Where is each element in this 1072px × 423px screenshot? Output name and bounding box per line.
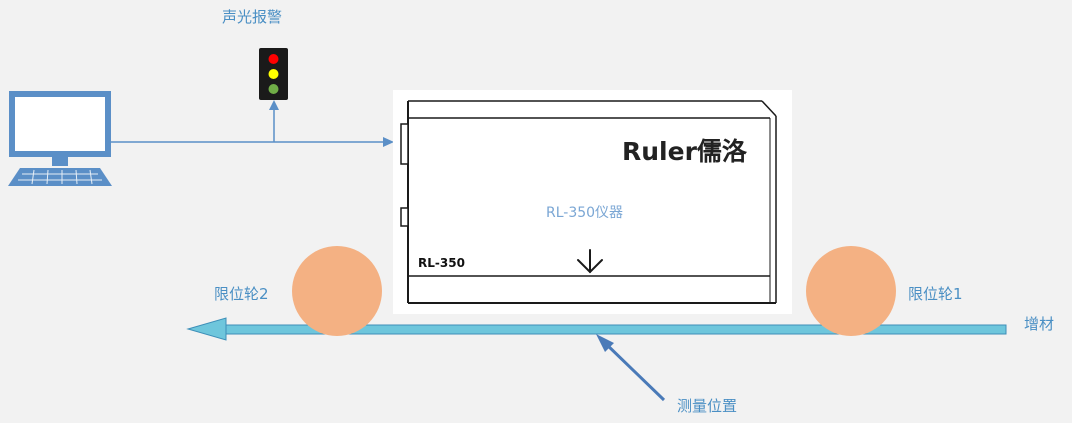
brand-logo: Ruler儒洛 (622, 137, 747, 166)
roller-right (806, 246, 896, 336)
instrument-label: RL-350仪器 (546, 205, 624, 221)
down-arrow-icon (577, 249, 603, 274)
roller-right-label: 限位轮1 (908, 285, 963, 303)
roller-left (292, 246, 382, 336)
computer-icon (8, 91, 112, 186)
alarm-label: 声光报警 (222, 8, 283, 26)
measure-pointer-arrow-icon (596, 334, 614, 352)
measure-pointer-line (602, 340, 666, 402)
material-label: 增材 (1024, 315, 1055, 333)
device-model-label: RL-350 (418, 256, 465, 270)
arrow-to-alarm-icon (269, 100, 279, 110)
roller-left-label: 限位轮2 (214, 285, 269, 303)
signal-line (108, 108, 384, 143)
arrow-to-instrument-icon (383, 137, 394, 147)
material-arrow-icon (186, 317, 227, 341)
measure-position-label: 测量位置 (677, 397, 738, 415)
instrument-device (400, 100, 777, 304)
traffic-light-icon (259, 48, 288, 100)
